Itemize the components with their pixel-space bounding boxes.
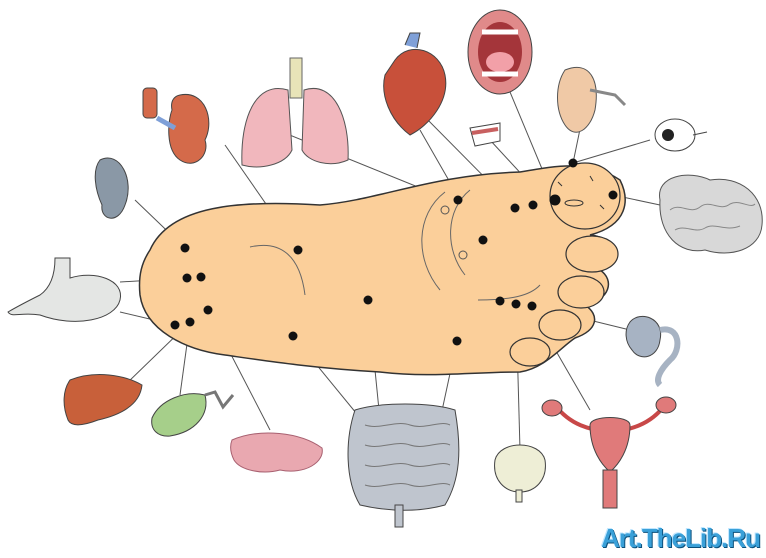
pancreas-icon [231, 433, 323, 472]
watermark: Art.TheLib.Ru [601, 523, 760, 554]
stomach-icon [8, 258, 121, 321]
brain-icon [660, 175, 763, 253]
foot [139, 163, 625, 375]
kidney-icon [143, 88, 209, 163]
intestines-icon [348, 404, 459, 527]
mouth-icon [468, 10, 532, 94]
eye-icon [655, 119, 707, 151]
bladder-icon [495, 445, 546, 502]
lungs-icon [242, 58, 348, 167]
spleen-icon [95, 158, 128, 218]
liver-icon [64, 375, 142, 425]
gallbladder-icon [152, 392, 233, 436]
uterus-icon [542, 397, 676, 508]
ear-icon [558, 67, 626, 132]
thyroid-icon [626, 316, 677, 385]
heart-icon [384, 33, 446, 135]
teeth-icon [470, 123, 500, 146]
